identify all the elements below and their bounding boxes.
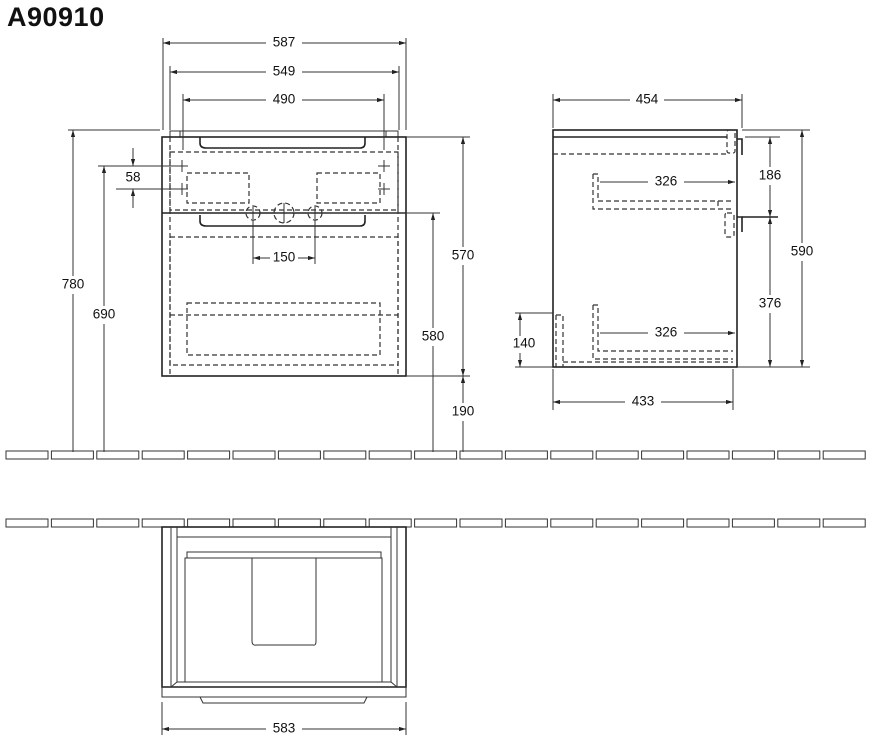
product-code-title: A90910 xyxy=(7,2,105,32)
floor-tile xyxy=(822,450,866,460)
dim-plan-width: 583 xyxy=(273,721,296,736)
floor-tile xyxy=(550,450,594,460)
floor-line-plan xyxy=(5,518,866,528)
floor-tile xyxy=(686,450,730,460)
dim-upper-height: 186 xyxy=(759,168,782,183)
pipe-holes xyxy=(245,202,323,224)
floor-line-elevation xyxy=(5,450,866,460)
floor-tile xyxy=(50,450,94,460)
floor-tile xyxy=(459,518,503,528)
floor-tile xyxy=(777,518,821,528)
floor-tile xyxy=(504,518,548,528)
floor-tile xyxy=(187,450,231,460)
floor-tile xyxy=(96,450,140,460)
dim-height-waste: 580 xyxy=(422,329,445,344)
floor-tile xyxy=(368,518,412,528)
floor-tile xyxy=(277,450,321,460)
floor-tile xyxy=(323,518,367,528)
dim-floor-clearance: 190 xyxy=(452,404,475,419)
dim-depth-cabinet: 433 xyxy=(632,394,655,409)
dim-drawer-depth-top: 326 xyxy=(655,174,678,189)
dim-width-overall: 587 xyxy=(273,35,296,50)
floor-tile xyxy=(641,450,685,460)
dim-total-height: 590 xyxy=(791,244,814,259)
bottom-handle xyxy=(199,215,366,227)
floor-tile xyxy=(141,450,185,460)
dim-drawer-depth-bottom: 326 xyxy=(655,325,678,340)
dim-hole-offset: 58 xyxy=(125,170,140,185)
floor-tile xyxy=(459,450,503,460)
floor-tile xyxy=(550,518,594,528)
top-handle xyxy=(199,137,366,149)
cabinet-outline xyxy=(161,136,407,377)
floor-tile xyxy=(50,518,94,528)
floor-tile xyxy=(141,518,185,528)
floor-tile xyxy=(822,518,866,528)
plan-view: 583 xyxy=(161,526,407,737)
floor-tile xyxy=(96,518,140,528)
floor-tile xyxy=(187,518,231,528)
dim-height-top: 780 xyxy=(62,277,85,292)
dim-lower-height: 376 xyxy=(759,296,782,311)
siphon-cutout xyxy=(251,558,317,646)
floor-tile xyxy=(595,450,639,460)
dim-cabinet-height: 570 xyxy=(452,248,475,263)
floor-tile xyxy=(641,518,685,528)
dim-width-basin: 490 xyxy=(273,92,296,107)
floor-tile xyxy=(777,450,821,460)
floor-tile xyxy=(5,518,49,528)
floor-tile xyxy=(504,450,548,460)
floor-tile xyxy=(686,518,730,528)
floor-tile xyxy=(731,518,775,528)
floor-tile xyxy=(414,450,458,460)
floor-tile xyxy=(323,450,367,460)
floor-tile xyxy=(368,450,412,460)
floor-tile xyxy=(5,450,49,460)
floor-tile xyxy=(232,450,276,460)
floor-tile xyxy=(277,518,321,528)
floor-tile xyxy=(232,518,276,528)
cabinet-side-outline xyxy=(552,129,738,368)
dim-depth-overall: 454 xyxy=(636,92,659,107)
dim-siphon-height: 140 xyxy=(513,336,536,351)
side-view: 454 326 326 186 376 590 140 433 xyxy=(508,92,817,410)
dim-tap-spacing: 150 xyxy=(273,250,296,265)
fixing-points xyxy=(176,160,390,195)
floor-tile xyxy=(414,518,458,528)
dim-width-inner: 549 xyxy=(273,64,296,79)
floor-tile xyxy=(595,518,639,528)
dim-height-holes: 690 xyxy=(93,307,116,322)
front-view: 587 549 490 150 58 780 690 xyxy=(58,35,478,452)
floor-tile xyxy=(731,450,775,460)
